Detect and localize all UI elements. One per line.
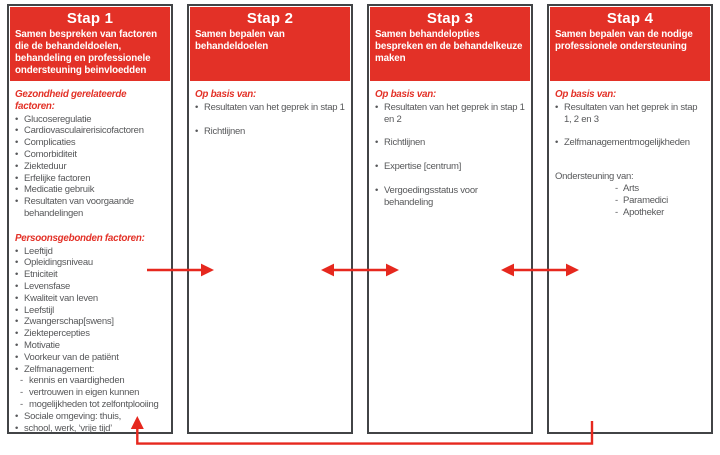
op-basis-van-list: Resultaten van het geprek in stap 1 en 2…: [375, 102, 527, 209]
list-item: Resultaten van het geprek in stap 1 en 2: [375, 102, 527, 126]
stap-2-title: Stap 2: [246, 10, 294, 27]
list-item: Cardiovasculairerisicofactoren: [15, 125, 167, 137]
list-item: Richtlijnen: [375, 137, 527, 149]
stap-1-header: Stap 1 Samen bespreken van factoren die …: [10, 7, 170, 81]
list-item: Glucoseregulatie: [15, 114, 167, 126]
list-subitem: vertrouwen in eigen kunnen: [15, 387, 167, 399]
list-item: Kwaliteit van leven: [15, 293, 167, 305]
ondersteuning-label: Ondersteuning van:: [555, 171, 634, 183]
list-item: Leeftijd: [15, 246, 167, 258]
list-item: Motivatie: [15, 340, 167, 352]
stap-4-subtitle: Samen bepalen van de nodige professionel…: [555, 29, 693, 52]
section-heading-gezondheid: Gezondheid gerelateerde factoren:: [15, 89, 127, 112]
list-item: Expertise [centrum]: [375, 161, 527, 173]
stap-2-subtitle: Samen bepalen van behandeldoelen: [195, 29, 285, 52]
list-item: Paramedici: [615, 195, 707, 207]
list-item: Voorkeur van de patiënt: [15, 352, 167, 364]
gezondheid-factoren-list: Glucoseregulatie Cardiovasculairerisicof…: [15, 114, 167, 220]
list-item: Complicaties: [15, 137, 167, 149]
stap-4-body: Op basis van: Resultaten van het geprek …: [549, 82, 711, 218]
section-heading-op-basis-van: Op basis van:: [375, 89, 436, 100]
ondersteuning-list: Arts Paramedici Apotheker: [555, 183, 707, 218]
list-item: Apotheker: [615, 207, 707, 219]
list-item: Richtlijnen: [195, 126, 347, 138]
stap-2-header: Stap 2 Samen bepalen van behandeldoelen: [190, 7, 350, 81]
stap-2-body: Op basis van: Resultaten van het geprek …: [189, 82, 351, 137]
list-item: Levensfase: [15, 281, 167, 293]
list-item: Zwangerschap[swens]: [15, 316, 167, 328]
stap-4-box: Stap 4 Samen bepalen van de nodige profe…: [547, 4, 713, 434]
stap-2-box: Stap 2 Samen bepalen van behandeldoelen …: [187, 4, 353, 434]
list-item: Zelfmanagement:: [15, 364, 167, 376]
list-item: Resultaten van het geprek in stap 1: [195, 102, 347, 114]
stap-1-box: Stap 1 Samen bespreken van factoren die …: [7, 4, 173, 434]
stap-4-header: Stap 4 Samen bepalen van de nodige profe…: [550, 7, 710, 81]
list-item: Arts: [615, 183, 707, 195]
list-item: Vergoedingsstatus voor behandeling: [375, 185, 527, 209]
stap-3-box: Stap 3 Samen behandelopties bespreken en…: [367, 4, 533, 434]
list-item: Comorbiditeit: [15, 149, 167, 161]
op-basis-van-list: Resultaten van het geprek in stap 1 Rich…: [195, 102, 347, 138]
list-item: Zelfmanagementmogelijkheden: [555, 137, 707, 149]
section-heading-persoonsgebonden: Persoonsgebonden factoren:: [15, 232, 145, 244]
list-item: Medicatie gebruik: [15, 184, 167, 196]
stap-4-title: Stap 4: [606, 10, 654, 27]
list-item: Etniciteit: [15, 269, 167, 281]
list-item: Resultaten van voorgaande behandelingen: [15, 196, 167, 220]
list-item: Resultaten van het geprek in stap 1, 2 e…: [555, 102, 707, 126]
list-item: Erfelijke factoren: [15, 173, 167, 185]
stap-1-subtitle: Samen bespreken van factoren die de beha…: [15, 29, 158, 76]
list-item: Sociale omgeving: thuis,: [15, 411, 167, 423]
list-item: Ziektepercepties: [15, 328, 167, 340]
persoonsgebonden-factoren-list: Leeftijd Opleidingsniveau Etniciteit Lev…: [15, 246, 167, 435]
stap-1-body: Gezondheid gerelateerde factoren: Glucos…: [9, 82, 171, 434]
stap-1-title: Stap 1: [66, 10, 114, 27]
list-item: Ziekteduur: [15, 161, 167, 173]
op-basis-van-list: Resultaten van het geprek in stap 1, 2 e…: [555, 102, 707, 149]
section-heading-op-basis-van: Op basis van:: [195, 89, 256, 100]
list-subitem: mogelijkheden tot zelfontplooiing: [15, 399, 167, 411]
stap-3-body: Op basis van: Resultaten van het geprek …: [369, 82, 531, 209]
list-item: Leefstijl: [15, 305, 167, 317]
section-heading-op-basis-van: Op basis van:: [555, 89, 616, 100]
list-item: school, werk, ‘vrije tijd’: [15, 423, 167, 435]
list-subitem: kennis en vaardigheden: [15, 375, 167, 387]
stap-3-title: Stap 3: [426, 10, 474, 27]
stap-3-subtitle: Samen behandelopties bespreken en de beh…: [375, 29, 523, 64]
list-item: Opleidingsniveau: [15, 257, 167, 269]
ondersteuning-block: Ondersteuning van: Arts Paramedici Apoth…: [555, 171, 707, 218]
stap-3-header: Stap 3 Samen behandelopties bespreken en…: [370, 7, 530, 81]
